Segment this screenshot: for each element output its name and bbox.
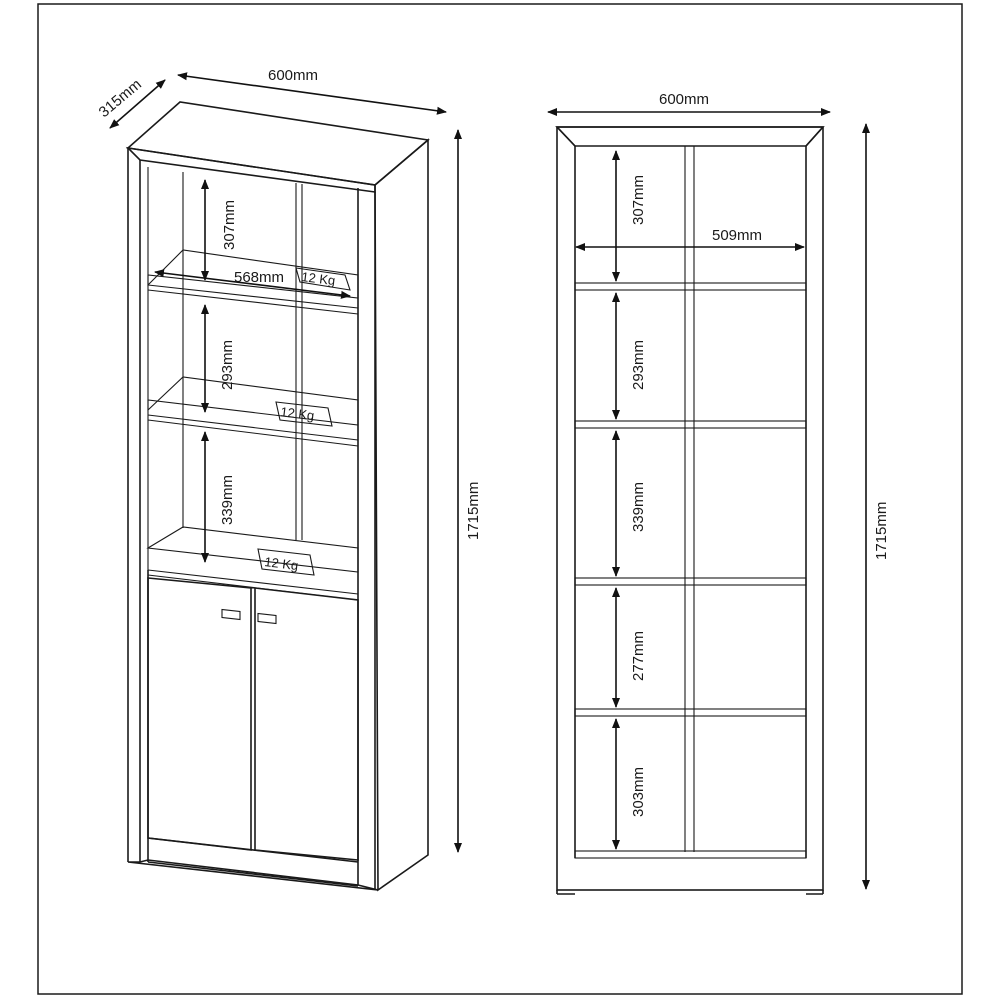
right-shelf-height-3: 339mm xyxy=(630,482,647,532)
load-badge-1: 12 Kg xyxy=(295,267,351,291)
page-border xyxy=(37,3,963,995)
left-shelf-height-1: 307mm xyxy=(221,200,238,250)
load-badge-3: 12 Kg xyxy=(257,548,315,576)
load-label-3: 12 Kg xyxy=(264,554,300,573)
left-shelf-height-2: 293mm xyxy=(219,340,236,390)
right-shelf-height-4: 277mm xyxy=(630,631,647,681)
left-depth-label: 315mm xyxy=(96,76,145,121)
right-shelf-height-1: 307mm xyxy=(630,175,647,225)
load-label-2: 12 Kg xyxy=(280,404,316,423)
left-shelf-height-3: 339mm xyxy=(219,475,236,525)
load-label-1: 12 Kg xyxy=(301,269,337,288)
right-shelf-height-5: 303mm xyxy=(630,767,647,817)
width-arrow-left xyxy=(177,72,447,115)
right-inner-width-label: 509mm xyxy=(712,227,762,244)
load-badge-2: 12 Kg xyxy=(275,401,333,427)
right-width-label: 600mm xyxy=(659,91,709,108)
left-height-label: 1715mm xyxy=(465,482,482,540)
left-dimensions: 600mm 315mm 1715mm 568mm 307mm 293mm 339… xyxy=(96,67,482,853)
right-dimensions: 600mm 1715mm 509mm 307mm 293mm 339mm 277… xyxy=(547,91,890,890)
left-inner-width-label: 568mm xyxy=(234,269,284,286)
right-bookcase-view xyxy=(555,126,825,895)
depth-arrow-left xyxy=(109,79,166,129)
left-cabinet-view xyxy=(125,101,430,892)
left-width-label: 600mm xyxy=(268,67,318,84)
right-height-label: 1715mm xyxy=(873,502,890,560)
right-shelf-height-2: 293mm xyxy=(630,340,647,390)
inner-width-arrow-left xyxy=(154,269,351,299)
